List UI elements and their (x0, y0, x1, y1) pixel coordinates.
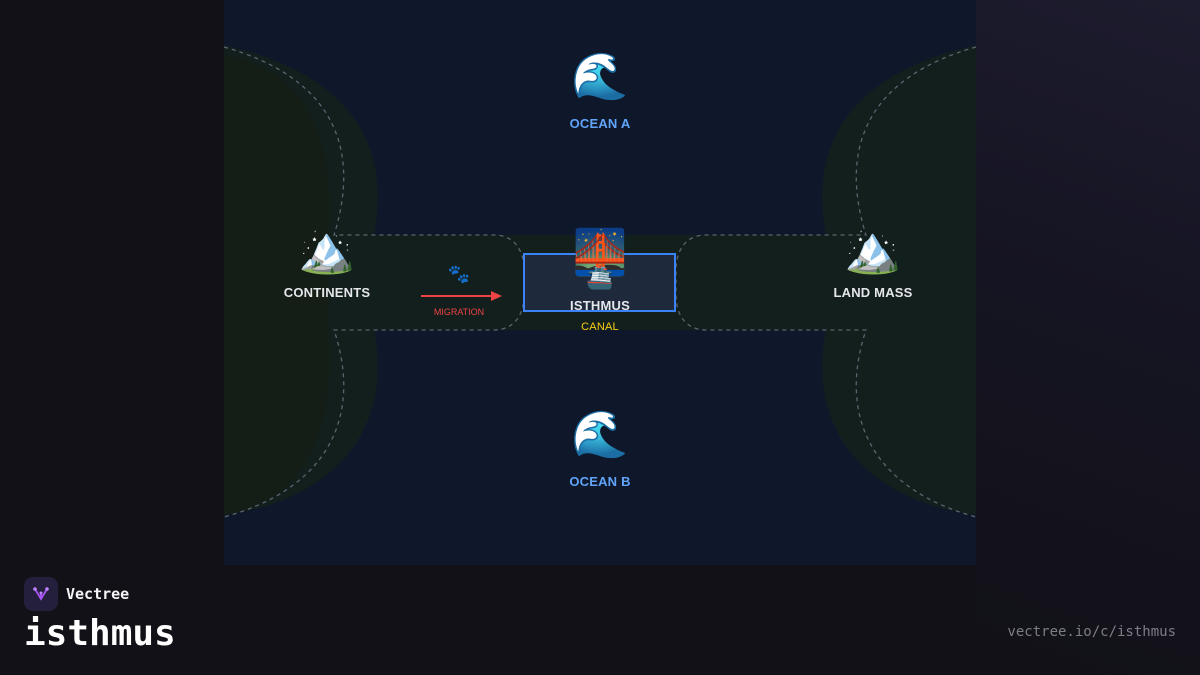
canal-label: CANAL (581, 321, 619, 333)
continents-label: CONTINENTS (283, 285, 371, 300)
node-ocean-b: 🌊 OCEAN B (569, 408, 630, 489)
bridge-icon: 🌉 (572, 227, 628, 278)
page-title: isthmus (24, 613, 176, 654)
wave-icon: 🌊 (571, 49, 629, 103)
ocean-a-label: OCEAN A (569, 116, 631, 131)
left-landmass-core (224, 55, 330, 515)
node-ocean-a: 🌊 OCEAN A (570, 50, 631, 131)
brand-name: Vectree (66, 585, 130, 603)
migration-label: MIGRATION (433, 307, 485, 317)
right-landmass (822, 45, 976, 515)
land-mass-label: LAND MASS (833, 285, 913, 300)
ocean-b-label: OCEAN B (569, 474, 631, 489)
wave-icon: 🌊 (571, 407, 629, 461)
ship-icon: 🚢 (586, 266, 614, 291)
brand: Vectree (24, 577, 129, 611)
node-migration: 🐾 MIGRATION (434, 264, 484, 317)
isthmus-highlight-box (523, 253, 676, 312)
node-isthmus: 🌉 🚢 ISTHMUS CANAL (570, 227, 630, 334)
page-url-link[interactable]: vectree.io/c/isthmus (1007, 624, 1176, 640)
diagram-shapes (224, 45, 976, 518)
node-continents: 🏔️ CONTINENTS (284, 223, 371, 300)
migration-arrow-head (491, 291, 502, 301)
vectree-logo-icon (24, 577, 58, 611)
node-land-mass: 🏔️ LAND MASS (833, 223, 912, 300)
paw-prints-icon: 🐾 (447, 264, 471, 285)
mountain-icon: 🏔️ (844, 222, 902, 276)
isthmus-label: ISTHMUS (570, 298, 630, 313)
mountain-icon: 🏔️ (298, 222, 356, 276)
background-gradient (975, 0, 1200, 675)
diagram-canvas: 🌊 OCEAN A 🌊 OCEAN B 🏔️ CONTINENTS 🏔️ LAN… (224, 0, 976, 565)
